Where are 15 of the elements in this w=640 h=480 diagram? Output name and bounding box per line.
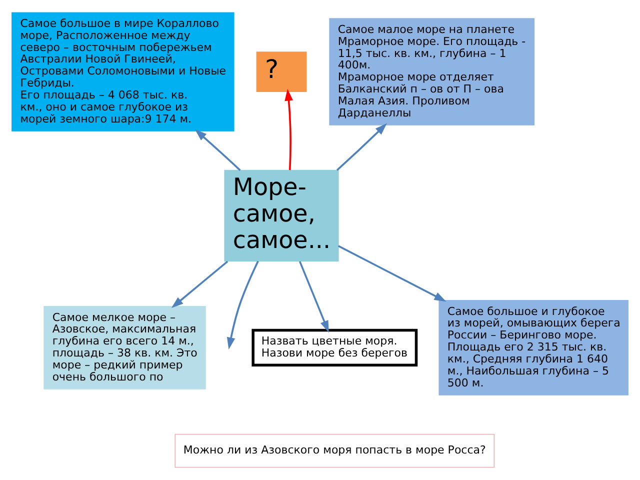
node-box: Море-самое, самое... [224,170,339,262]
node-box: Самое мелкое море – Азовское, максимальная глубина его всего 14 м., площадь – 38 кв. км. Это море – редкий пример очень большого по [44,306,206,390]
arrow [298,261,329,333]
arrow [336,123,387,171]
node-box: Самое большое в мире Кораллово море, Расположенное между северо – восточным побережьем Австралии Новой Гвинеей, Островами Соломоновыми и Новые Гебриды. Его площадь – 4 068 тыс. кв. км., оно и самое глубокое из морей земного шара:9 174 м. [12,12,234,132]
node-box: ? [256,52,307,92]
node-box: Можно ли из Азовского моря попасть в море Росса? [174,434,495,468]
node-box: Самое большое и глубокое из морей, омывающих берега России – Берингово море. Площадь его 2 315 тыс. кв. км., Средняя глубина 1 640 м., Наибольшая глубина – 5 500 м. [438,300,628,396]
arrow [226,260,259,350]
node-box: Самое малое море на планете Мраморное море. Его площадь - 11,5 тыс. кв. км., глубина – 1 400м. Мраморное море отделяет Балканский п – ов от П – ова Малая Азия. Проливом Дарданеллы [329,18,534,126]
arrow [284,88,293,170]
node-box: Назвать цветные моря. Назови море без берегов [252,328,418,366]
arrow [194,129,241,171]
arrow [338,245,446,302]
arrow [171,260,228,308]
